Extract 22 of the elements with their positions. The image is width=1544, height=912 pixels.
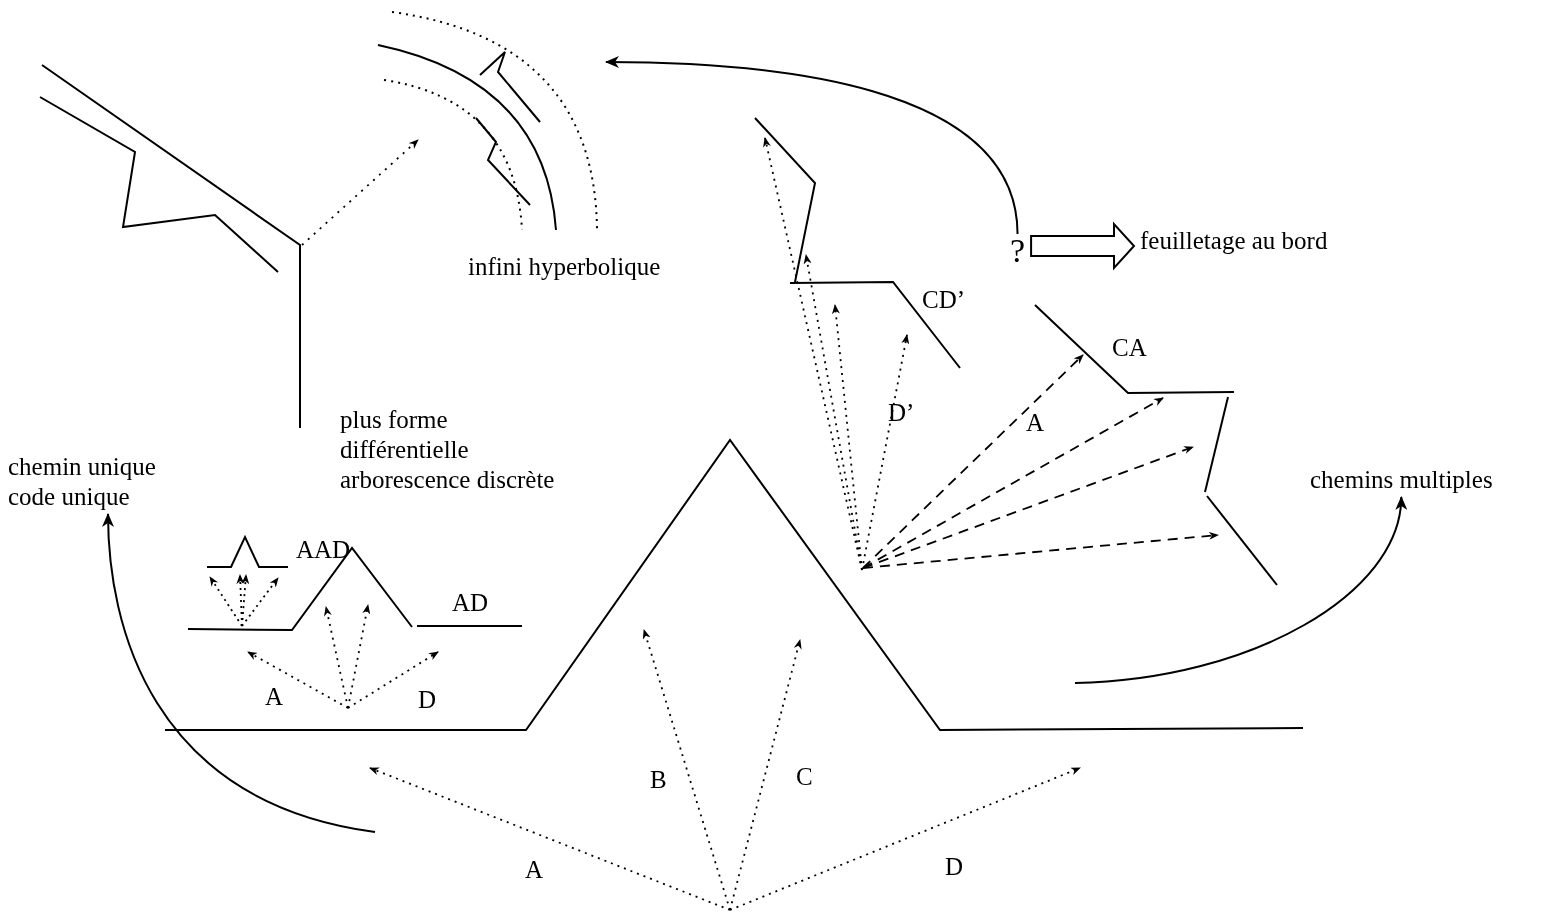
letter-label: AAD (296, 535, 351, 565)
letter-label: CA (1112, 333, 1147, 363)
letter-label: CD’ (922, 285, 966, 315)
block-arrow (1030, 221, 1136, 271)
caption-text: plus forme différentielle arborescence discrète (340, 405, 580, 495)
letter-label: D’ (888, 398, 915, 428)
caption-text: chemins multiples (1310, 465, 1493, 495)
curved-arrow (605, 56, 1019, 235)
question-mark: ? (1010, 236, 1026, 266)
letter-label: D (945, 852, 964, 882)
letter-label: B (650, 765, 667, 795)
letter-label: A (525, 855, 544, 885)
caption-text: infini hyperbolique (468, 252, 661, 282)
curved-arrow (102, 513, 376, 833)
letter-label: A (1026, 408, 1045, 438)
letter-label: AD (452, 588, 489, 618)
caption-text: chemin unique code unique (8, 452, 208, 512)
letter-label: C (796, 762, 813, 792)
caption-text: feuilletage au bord (1140, 226, 1328, 256)
letter-label: A (265, 682, 284, 712)
curved-arrow (1074, 496, 1406, 684)
letter-label: D (418, 685, 437, 715)
